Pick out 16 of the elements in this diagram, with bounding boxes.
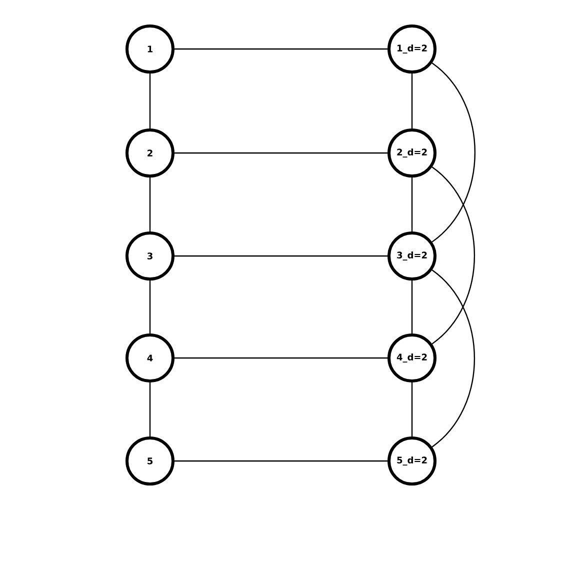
edge-line [411, 280, 413, 334]
edge-line [411, 178, 413, 232]
edge-line [411, 382, 413, 436]
edge-line [432, 166, 475, 344]
edge-line [432, 270, 475, 448]
edge-line [174, 48, 388, 50]
edge-line [149, 178, 151, 232]
edge-line [432, 62, 476, 242]
edge-line [149, 280, 151, 334]
edge-line [174, 460, 388, 462]
edge-line [174, 255, 388, 257]
edge-line [411, 74, 413, 128]
edge-line [174, 357, 388, 359]
edge-line [149, 382, 151, 436]
edge-line [174, 152, 388, 154]
edge-line [149, 74, 151, 128]
